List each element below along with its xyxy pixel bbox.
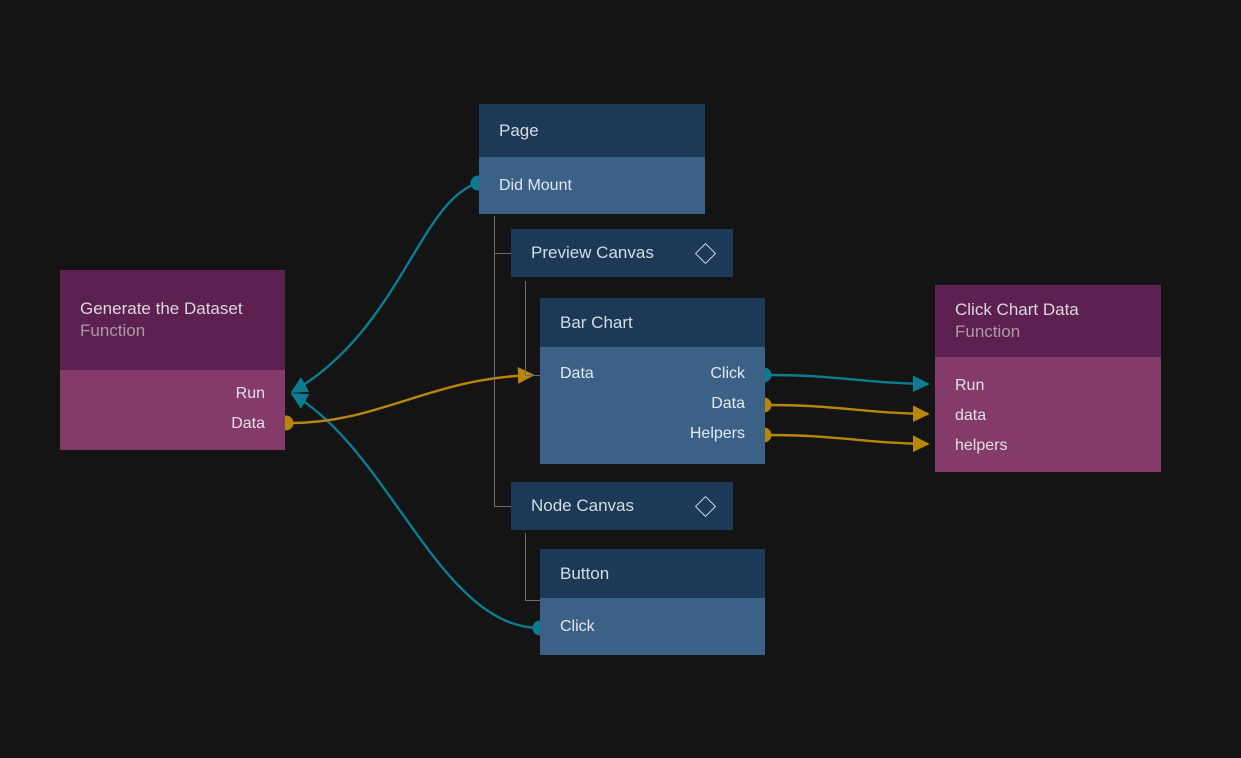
node-subtype: Function (80, 321, 146, 340)
edge-button-click-to-generate-run (290, 392, 541, 630)
edge-barchart-data-to-clickchart-data (767, 403, 930, 423)
node-body-generate-the-dataset[interactable]: Run Data (60, 370, 285, 450)
edge-page-didmount-to-generate-run (290, 181, 479, 394)
node-title: Preview Canvas (531, 243, 654, 262)
input-port-helpers[interactable]: helpers (935, 431, 1161, 461)
tree-line-preview-trunk (525, 281, 526, 375)
output-port-did-mount[interactable]: Did Mount (479, 171, 705, 201)
node-header-click-chart-data[interactable]: Click Chart Data Function (935, 285, 1161, 357)
tree-line-to-bar-chart (525, 375, 540, 376)
node-subtype: Function (955, 322, 1021, 341)
output-port-data[interactable]: Data (60, 409, 285, 439)
node-bar-chart[interactable]: Bar Chart Data Click Data Helpers (540, 298, 765, 464)
node-title: Node Canvas (531, 496, 635, 515)
port-label: Run (235, 385, 265, 402)
port-label: data (955, 407, 987, 424)
node-page[interactable]: Page Did Mount (479, 104, 705, 214)
node-generate-the-dataset[interactable]: Generate the Dataset Function Run Data (60, 270, 285, 450)
node-node-canvas[interactable]: Node Canvas (511, 482, 733, 530)
node-click-chart-data[interactable]: Click Chart Data Function Run data helpe… (935, 285, 1161, 472)
node-header-button[interactable]: Button (540, 549, 765, 598)
port-label: Run (955, 377, 985, 394)
output-port-click-label: Click (710, 365, 745, 382)
node-title: Click Chart Data (955, 300, 1079, 319)
output-port-data[interactable]: Data (540, 389, 765, 419)
output-port-helpers[interactable]: Helpers (540, 419, 765, 449)
node-body-bar-chart[interactable]: Data Click Data Helpers (540, 347, 765, 464)
node-header-preview-canvas[interactable]: Preview Canvas (511, 229, 733, 277)
diamond-icon[interactable] (694, 242, 717, 264)
edge-generate-data-to-barchart-data (289, 367, 535, 425)
node-title: Bar Chart (560, 312, 633, 332)
input-port-data-label: Data (560, 365, 594, 382)
node-header-generate-the-dataset[interactable]: Generate the Dataset Function (60, 270, 285, 370)
tree-line-to-node-canvas (494, 506, 511, 507)
node-header-page[interactable]: Page (479, 104, 705, 157)
node-title: Page (499, 120, 539, 140)
edge-barchart-helpers-to-clickchart-helpers (767, 433, 930, 453)
tree-line-to-preview-canvas (494, 253, 511, 254)
edge-barchart-click-to-clickchart-run (767, 373, 930, 393)
node-title: Generate the Dataset (80, 299, 243, 318)
output-port-click[interactable]: Click (540, 612, 765, 642)
node-title: Button (560, 563, 610, 583)
port-label: Did Mount (499, 177, 572, 194)
port-label: Click (560, 618, 595, 635)
input-port-data[interactable]: data (935, 401, 1161, 431)
node-preview-canvas[interactable]: Preview Canvas (511, 229, 733, 277)
input-port-run[interactable]: Run (935, 371, 1161, 401)
port-label: Data (711, 395, 745, 412)
io-row-data[interactable]: Data Click (540, 359, 765, 389)
node-body-page[interactable]: Did Mount (479, 157, 705, 214)
node-button[interactable]: Button Click (540, 549, 765, 655)
output-port-run[interactable]: Run (60, 379, 285, 409)
tree-line-page-trunk (494, 216, 495, 506)
diamond-icon[interactable] (694, 495, 717, 517)
node-body-click-chart-data[interactable]: Run data helpers (935, 357, 1161, 472)
port-label: helpers (955, 437, 1008, 454)
port-label: Data (231, 415, 265, 432)
port-label: Helpers (689, 425, 745, 442)
node-header-bar-chart[interactable]: Bar Chart (540, 298, 765, 347)
node-header-node-canvas[interactable]: Node Canvas (511, 482, 733, 530)
node-body-button[interactable]: Click (540, 598, 765, 655)
tree-line-to-button (525, 600, 540, 601)
tree-line-node-canvas-trunk (525, 533, 526, 600)
